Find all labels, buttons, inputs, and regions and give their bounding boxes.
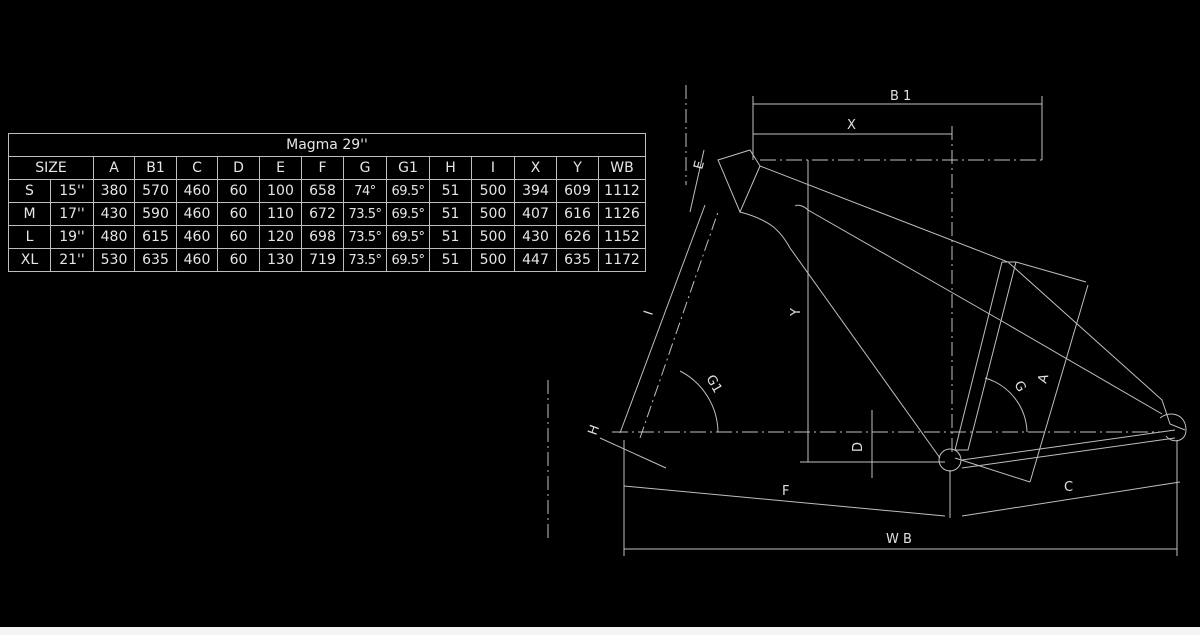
cell-g1: 69.5° (386, 179, 430, 203)
table-row: S 15'' 380 570 460 60 100 658 74° 69.5° … (8, 179, 646, 203)
header-size: SIZE (8, 156, 94, 180)
cell-f: 719 (301, 248, 344, 272)
a-extension-line (954, 457, 1031, 483)
cell-wb: 1126 (598, 202, 646, 226)
geometry-table: Magma 29'' SIZE A B1 C D E F G G1 H I X … (8, 133, 646, 272)
bottom-bracket (938, 448, 962, 472)
cell-g1: 69.5° (386, 202, 430, 226)
seat-stay (999, 319, 1163, 415)
cell-i: 500 (471, 248, 515, 272)
cell-c: 460 (176, 225, 218, 249)
g1-arc (679, 370, 719, 433)
cell-e: 130 (259, 248, 302, 272)
cell-y: 616 (556, 202, 599, 226)
cell-f: 698 (301, 225, 344, 249)
label-x: X (847, 118, 856, 133)
cell-inch: 17'' (50, 202, 94, 226)
cell-a: 480 (93, 225, 135, 249)
header-wb: WB (598, 156, 646, 180)
table-row: XL 21'' 530 635 460 60 130 719 73.5° 69.… (8, 248, 646, 272)
label-i: I (642, 309, 657, 317)
f-dimension-line (623, 485, 946, 517)
label-wb: W B (886, 532, 912, 547)
cell-b1: 635 (134, 248, 177, 272)
cell-inch: 21'' (50, 248, 94, 272)
cell-d: 60 (217, 225, 260, 249)
c-dimension-line (961, 481, 1181, 517)
seat-tube (954, 261, 1017, 451)
table-row: M 17'' 430 590 460 60 110 672 73.5° 69.5… (8, 202, 646, 226)
header-x: X (514, 156, 557, 180)
i-dimension-line (619, 204, 706, 434)
cell-inch: 15'' (50, 179, 94, 203)
header-g: G (343, 156, 387, 180)
cell-i: 500 (471, 225, 515, 249)
cell-wb: 1172 (598, 248, 646, 272)
cell-g: 73.5° (343, 225, 387, 249)
cell-h: 51 (429, 225, 472, 249)
label-b1: B 1 (890, 89, 911, 104)
table-row: L 19'' 480 615 460 60 120 698 73.5° 69.5… (8, 225, 646, 249)
cell-wb: 1112 (598, 179, 646, 203)
cell-c: 460 (176, 179, 218, 203)
table-title: Magma 29'' (8, 133, 646, 157)
cell-x: 430 (514, 225, 557, 249)
cell-h: 51 (429, 179, 472, 203)
header-c: C (176, 156, 218, 180)
header-f: F (301, 156, 344, 180)
cell-y: 626 (556, 225, 599, 249)
chain-stay (961, 429, 1176, 469)
h-dimension-line (599, 437, 667, 469)
cell-g1: 69.5° (386, 248, 430, 272)
down-tube (739, 211, 941, 459)
cell-g: 73.5° (343, 248, 387, 272)
header-h: H (429, 156, 472, 180)
head-tube (717, 149, 761, 214)
header-row: SIZE A B1 C D E F G G1 H I X Y WB (8, 156, 646, 180)
label-g: G (1011, 379, 1029, 395)
cell-x: 407 (514, 202, 557, 226)
cell-i: 500 (471, 202, 515, 226)
label-h: H (586, 423, 603, 437)
label-e: E (691, 159, 708, 171)
label-a: A (1035, 372, 1052, 385)
i-extension-line (639, 211, 719, 439)
cell-g: 74° (343, 179, 387, 203)
cell-size: M (8, 202, 51, 226)
rear-dropout (1159, 413, 1187, 442)
cell-e: 110 (259, 202, 302, 226)
cell-size: XL (8, 248, 51, 272)
label-c: C (1064, 480, 1073, 495)
bottom-strip (0, 627, 1200, 635)
label-f: F (782, 484, 789, 499)
header-d: D (217, 156, 260, 180)
cell-g1: 69.5° (386, 225, 430, 249)
a-dimension-line (1029, 284, 1089, 483)
seat-extension (1015, 261, 1087, 283)
cell-size: S (8, 179, 51, 203)
down-tube-inner (794, 204, 1001, 321)
label-d: D (851, 442, 866, 452)
e-dimension-line (689, 149, 705, 213)
cell-b1: 570 (134, 179, 177, 203)
cell-a: 530 (93, 248, 135, 272)
label-g1: G1 (703, 373, 725, 396)
cell-f: 658 (301, 179, 344, 203)
cell-e: 120 (259, 225, 302, 249)
top-tube (759, 165, 1186, 431)
cell-f: 672 (301, 202, 344, 226)
cell-x: 447 (514, 248, 557, 272)
label-y: Y (789, 308, 804, 317)
cell-d: 60 (217, 248, 260, 272)
g-arc (984, 377, 1028, 433)
